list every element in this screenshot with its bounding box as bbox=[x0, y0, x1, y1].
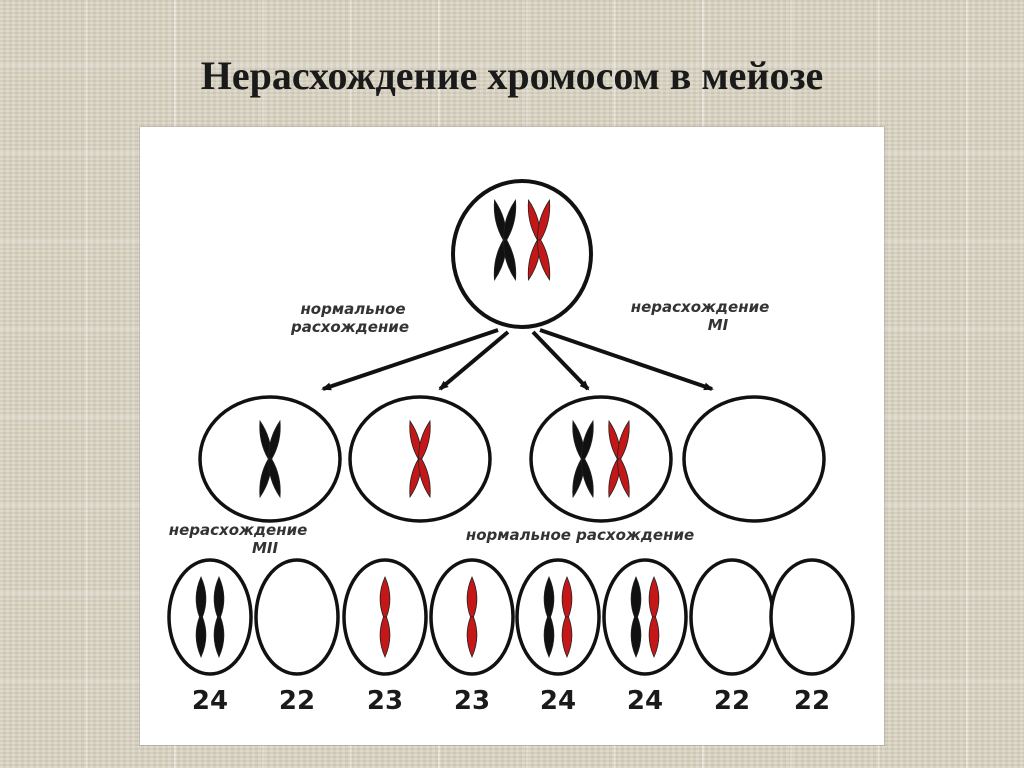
arrow-to-cell-4 bbox=[539, 328, 714, 391]
cell-outline bbox=[529, 395, 673, 523]
chromosome-red bbox=[379, 576, 391, 658]
cell-outline bbox=[689, 558, 775, 676]
cell-outline bbox=[769, 558, 855, 676]
chromosome-red bbox=[648, 576, 660, 658]
gamete-count-6: 24 bbox=[627, 686, 663, 716]
gamete-4 bbox=[429, 558, 515, 676]
chromosome-red bbox=[561, 576, 573, 658]
diagram-panel: нормальное расхождение нерасхождение MI … bbox=[140, 127, 884, 745]
label-nondisjunction-mi-line1: нерасхождение bbox=[631, 298, 770, 316]
chromatid-arm bbox=[561, 616, 573, 658]
label-nondisjunction-mii-line2: MII bbox=[252, 539, 279, 557]
gamete-count-4: 23 bbox=[454, 686, 490, 716]
cell-outline bbox=[167, 558, 253, 676]
meiosis-i-cell-4 bbox=[682, 395, 826, 523]
chromatid-arm bbox=[379, 576, 391, 618]
chromatid-arm bbox=[195, 616, 207, 658]
gamete-count-3: 23 bbox=[367, 686, 403, 716]
chromatid-arm bbox=[466, 576, 478, 618]
parent-cell bbox=[451, 179, 593, 329]
chromatid-arm bbox=[630, 616, 642, 658]
label-nondisjunction-mii-line1: нерасхождение bbox=[169, 521, 308, 539]
chromosome-black bbox=[493, 198, 517, 282]
chromosome-black bbox=[572, 419, 594, 499]
label-nondisjunction-mi-line2: MI bbox=[708, 316, 729, 334]
chromatid-arm bbox=[537, 239, 551, 282]
meiosis-i-cells bbox=[198, 395, 826, 523]
chromatid-arm bbox=[503, 198, 517, 241]
cell-outline bbox=[515, 558, 601, 676]
chromatid-arm bbox=[617, 458, 630, 499]
arrow-to-cell-1 bbox=[321, 328, 499, 391]
label-normal-disjunction-top-line1: нормальное bbox=[300, 300, 405, 318]
cell-outline bbox=[254, 558, 340, 676]
meiosis-i-cell-2 bbox=[348, 395, 492, 523]
meiosis-diagram: нормальное расхождение нерасхождение MI … bbox=[167, 179, 855, 716]
gamete-counts: 24 22 23 23 24 24 22 22 bbox=[192, 686, 830, 716]
chromatid-arm bbox=[268, 458, 281, 499]
arrow-to-cell-3 bbox=[531, 330, 590, 391]
cell-outline bbox=[602, 558, 688, 676]
gamete-1 bbox=[167, 558, 253, 676]
meiosis-i-cell-3 bbox=[529, 395, 673, 523]
chromosome-black bbox=[259, 419, 281, 499]
chromatid-arm bbox=[213, 616, 225, 658]
arrow-to-cell-2 bbox=[438, 330, 510, 391]
gamete-7 bbox=[689, 558, 775, 676]
meiosis-i-cell-1 bbox=[198, 395, 342, 523]
label-normal-disjunction-top-line2: расхождение bbox=[290, 318, 409, 336]
chromosome-black bbox=[543, 576, 555, 658]
chromosome-black bbox=[213, 576, 225, 658]
gamete-count-7: 22 bbox=[714, 686, 750, 716]
chromosome-black bbox=[195, 576, 207, 658]
chromatid-arm bbox=[617, 419, 630, 460]
parent-chromosomes bbox=[493, 198, 551, 282]
cell-outline bbox=[682, 395, 826, 523]
chromatid-arm bbox=[195, 576, 207, 618]
chromosome-red bbox=[527, 198, 551, 282]
gamete-count-2: 22 bbox=[279, 686, 315, 716]
chromatid-arm bbox=[630, 576, 642, 618]
gamete-6 bbox=[602, 558, 688, 676]
chromatid-arm bbox=[466, 616, 478, 658]
division-arrows bbox=[321, 328, 714, 391]
gamete-8 bbox=[769, 558, 855, 676]
gamete-3 bbox=[342, 558, 428, 676]
chromatid-arm bbox=[503, 239, 517, 282]
chromatid-arm bbox=[648, 576, 660, 618]
chromatid-arm bbox=[581, 458, 594, 499]
gamete-count-8: 22 bbox=[794, 686, 830, 716]
slide-title: Нерасхождение хромосом в мейозе bbox=[200, 53, 824, 98]
chromatid-arm bbox=[543, 576, 555, 618]
chromosome-red bbox=[409, 419, 431, 499]
chromatid-arm bbox=[537, 198, 551, 241]
chromatid-arm bbox=[543, 616, 555, 658]
chromosome-black bbox=[630, 576, 642, 658]
chromatid-arm bbox=[418, 458, 431, 499]
gamete-count-1: 24 bbox=[192, 686, 228, 716]
chromatid-arm bbox=[561, 576, 573, 618]
chromatid-arm bbox=[581, 419, 594, 460]
gamete-2 bbox=[254, 558, 340, 676]
chromosome-red bbox=[466, 576, 478, 658]
chromatid-arm bbox=[268, 419, 281, 460]
chromatid-arm bbox=[648, 616, 660, 658]
chromatid-arm bbox=[213, 576, 225, 618]
chromatid-arm bbox=[379, 616, 391, 658]
gamete-cells bbox=[167, 558, 855, 676]
chromatid-arm bbox=[418, 419, 431, 460]
chromosome-red bbox=[608, 419, 630, 499]
gamete-5 bbox=[515, 558, 601, 676]
gamete-count-5: 24 bbox=[540, 686, 576, 716]
label-normal-disjunction-bottom: нормальное расхождение bbox=[466, 526, 694, 544]
